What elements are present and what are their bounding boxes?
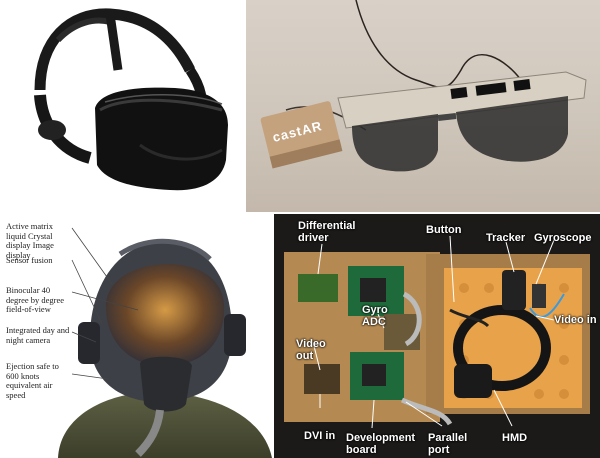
label-gyroscope: Gyroscope <box>534 232 592 244</box>
vr-headset-photo <box>0 0 244 212</box>
label-video-in: Video in <box>554 314 597 326</box>
helmet-label-ejection: Ejection safe to 600 knots equivalent ai… <box>6 361 59 400</box>
vr-headset-illustration <box>34 8 228 191</box>
label-parallel-port: Parallel port <box>428 432 468 456</box>
label-hmd: HMD <box>502 432 528 444</box>
hmd-prototype-illustration <box>284 235 590 429</box>
label-gyro-adc: Gyro ADC <box>362 304 388 328</box>
pilot-helmet-photo: Active matrix liquid Crystal display Ima… <box>0 214 272 458</box>
helmet-label-camera: Integrated day and night camera <box>6 325 70 345</box>
label-dvi-in: DVI in <box>304 430 336 442</box>
helmet-label-display: Active matrix liquid Crystal display Ima… <box>6 221 54 260</box>
pilot-helmet-illustration <box>58 227 272 458</box>
label-video-out: Video out <box>296 338 326 362</box>
castar-glasses-photo: castAR <box>246 0 600 212</box>
label-tracker: Tracker <box>486 232 526 244</box>
hmd-prototype-photo: Differential driver Button Tracker Gyros… <box>274 214 600 458</box>
helmet-label-fov: Binocular 40 degree by degree field-of-v… <box>6 285 65 314</box>
castar-glasses-illustration <box>260 0 587 172</box>
label-differential-driver: Differential driver <box>298 220 356 244</box>
label-button: Button <box>426 224 462 236</box>
helmet-label-sensor-fusion: Sensor fusion <box>6 255 53 265</box>
label-development-board: Development board <box>346 432 416 456</box>
